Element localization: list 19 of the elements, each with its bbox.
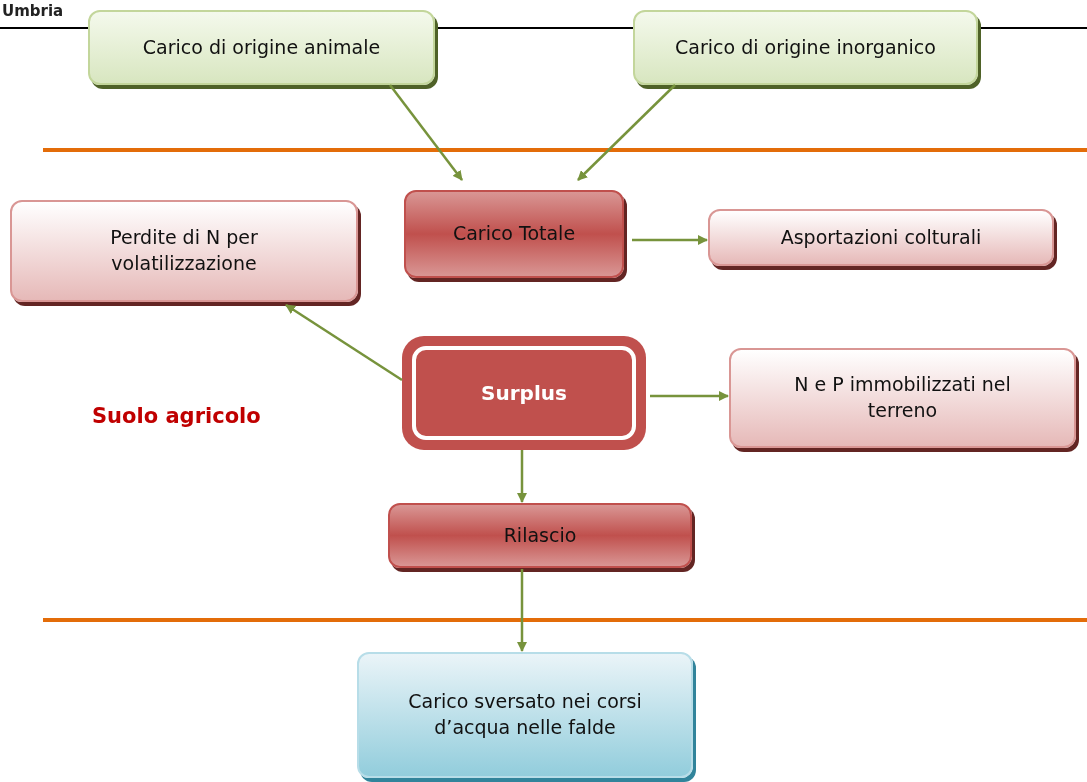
header-text: Umbria [2, 2, 64, 20]
highlighted-box [402, 336, 646, 450]
arrow [517, 569, 527, 652]
arrow [517, 450, 527, 503]
zone-label: Suolo agricolo [92, 404, 261, 428]
arrow [632, 235, 708, 245]
node-label: Perdite di N per volatilizzazione [109, 225, 259, 276]
node-label: N e P immobilizzati nel terreno [793, 372, 1012, 423]
node-label: Carico di origine animale [141, 34, 382, 60]
node-label: Asportazioni colturali [779, 224, 983, 250]
arrow [389, 84, 463, 181]
node-label: Carico di origine inorganico [674, 34, 937, 60]
node-label: Surplus [480, 379, 568, 407]
node-label: Rilascio [502, 522, 578, 548]
node-label: Carico Totale [451, 221, 577, 247]
arrow [650, 391, 729, 401]
arrow [577, 84, 676, 181]
node-label: Carico sversato nei corsi d’acqua nelle falde [407, 689, 643, 740]
arrow [285, 303, 403, 382]
